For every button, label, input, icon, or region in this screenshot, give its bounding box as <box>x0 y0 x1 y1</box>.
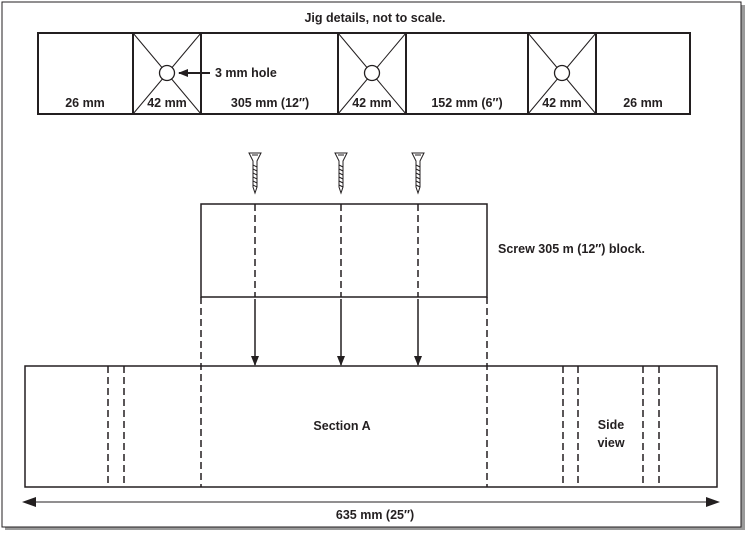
segment-label: 152 mm (6″) <box>431 96 502 110</box>
base-board <box>24 365 718 488</box>
screw-block <box>200 203 488 487</box>
side-view-label: view <box>597 436 624 450</box>
overall-dimension-label: 635 mm (25″) <box>336 508 414 522</box>
side-view-label: Side <box>598 418 624 432</box>
segment-label: 42 mm <box>542 96 582 110</box>
placement-arrows <box>251 299 422 366</box>
segment-label: 26 mm <box>623 96 663 110</box>
segment-label: 42 mm <box>147 96 187 110</box>
segment-label: 26 mm <box>65 96 105 110</box>
segment-label: 42 mm <box>352 96 392 110</box>
section-label: Section A <box>313 419 370 433</box>
frame <box>1 1 742 528</box>
hole-icon <box>363 64 381 82</box>
hole-label: 3 mm hole <box>215 66 277 80</box>
block-label: Screw 305 m (12″) block. <box>498 242 645 256</box>
diagram-title: Jig details, not to scale. <box>304 11 445 25</box>
segment-label: 305 mm (12″) <box>231 96 309 110</box>
hole-icon <box>553 64 571 82</box>
hole-icon <box>158 64 176 82</box>
